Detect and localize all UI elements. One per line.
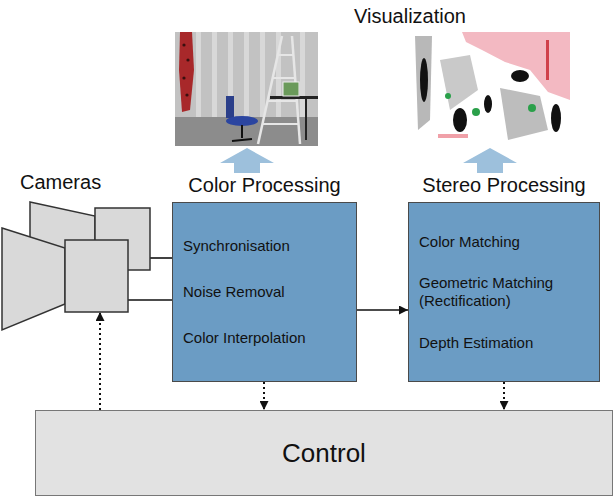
depth-strip <box>546 40 549 80</box>
cloth-dot <box>186 58 189 61</box>
section-heading: Color Processing <box>188 173 340 197</box>
box-body: Control <box>36 411 612 495</box>
camera-cable <box>128 299 172 301</box>
depth-spot <box>472 108 480 116</box>
section-heading: Stereo Processing <box>422 173 585 197</box>
camera-heading: Cameras <box>20 170 101 194</box>
curtain-fold <box>212 32 217 118</box>
process-step: Geometric Matching (Rectification) <box>419 274 589 310</box>
curtain-fold <box>300 32 305 118</box>
chair-foot <box>232 139 252 141</box>
scene-photo <box>175 32 318 146</box>
box-body: SynchronisationNoise RemovalColor Interp… <box>173 203 356 381</box>
output-arrow <box>463 148 517 173</box>
process-step: Color Interpolation <box>183 329 346 347</box>
output-arrow <box>220 148 274 173</box>
floor <box>175 117 318 146</box>
camera-lens <box>2 228 65 330</box>
process-step: Synchronisation <box>183 237 346 255</box>
depth-ground <box>410 32 570 146</box>
curtain-fold <box>196 32 201 118</box>
control-box: Control <box>35 410 613 496</box>
process-step: Depth Estimation <box>419 334 589 352</box>
camera-pair: Cameras <box>0 200 152 334</box>
painting <box>283 82 299 96</box>
camera-symbol <box>0 200 152 334</box>
depth-hole <box>420 58 428 102</box>
camera-body <box>65 240 128 312</box>
control-arrow <box>503 382 505 410</box>
depth-map <box>410 32 570 146</box>
cloth-dot <box>182 76 185 79</box>
chair-back <box>226 96 234 118</box>
process-box: Stereo ProcessingColor MatchingGeometric… <box>408 202 600 382</box>
depth-patch <box>500 88 548 140</box>
ladder-rung <box>268 100 297 102</box>
heading-holder: Cameras <box>20 170 101 194</box>
depth-strip <box>438 134 468 138</box>
section-title: Visualization <box>318 4 502 28</box>
ladder-rung <box>273 77 295 79</box>
curtain-fold <box>260 32 265 118</box>
process-step: Color Matching <box>419 233 589 251</box>
depth-spot <box>528 104 536 112</box>
ladder-rung <box>278 54 294 56</box>
cloth-dot <box>185 93 188 96</box>
control-arrow <box>99 312 101 410</box>
cloth-dot <box>182 43 185 46</box>
chair-seat <box>226 116 258 126</box>
ladder-leg <box>258 36 282 144</box>
depth-patch <box>440 55 478 110</box>
red-cloth <box>179 32 194 112</box>
depth-hole <box>484 95 492 113</box>
box-body: Color MatchingGeometric Matching (Rectif… <box>409 203 599 381</box>
curtain-fold <box>244 32 249 118</box>
heading-holder: Stereo Processing <box>422 173 585 197</box>
chair-leg <box>241 125 243 138</box>
depth-patch <box>415 36 432 130</box>
control-arrow <box>263 382 265 410</box>
depth-hole <box>551 104 561 132</box>
ladder-rung <box>263 123 299 125</box>
depth-hole <box>453 108 467 132</box>
depth-spot <box>445 93 451 99</box>
process-step: Noise Removal <box>183 283 346 301</box>
table-leg <box>305 99 307 140</box>
camera-cable <box>150 257 172 259</box>
depth-far <box>462 32 570 100</box>
curtain <box>175 32 318 146</box>
data-flow-arrow <box>357 309 408 311</box>
control-title: Control <box>282 438 366 468</box>
heading-holder: Color Processing <box>188 173 340 197</box>
process-box: Color ProcessingSynchronisationNoise Rem… <box>172 202 357 382</box>
depth-hole <box>511 70 529 82</box>
